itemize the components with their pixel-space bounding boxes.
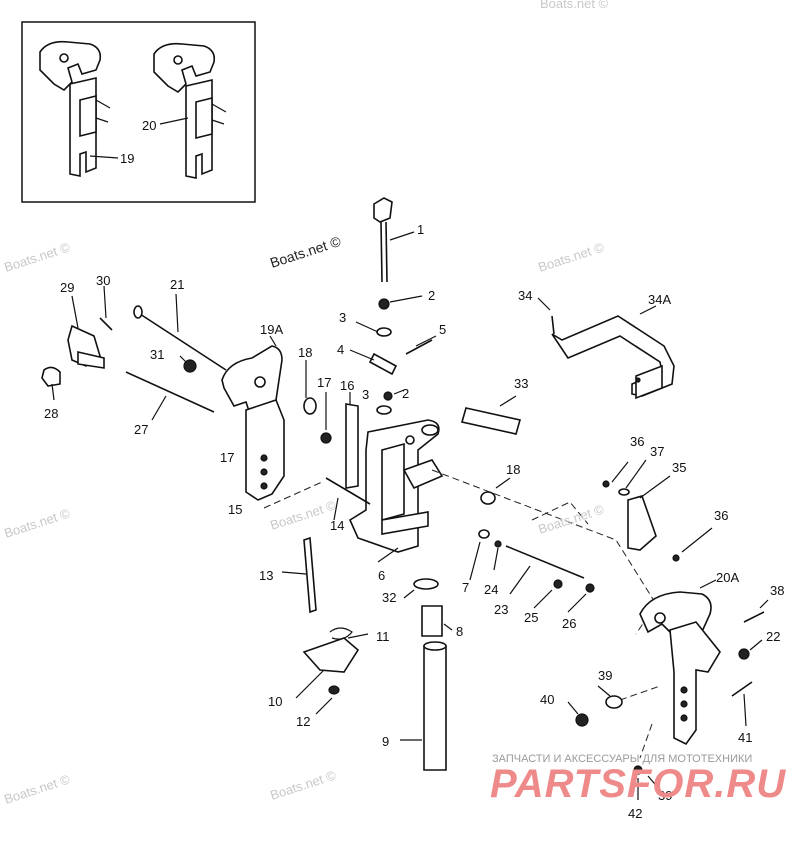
- part-label-31: 31: [150, 347, 164, 362]
- part-6-swivel-bracket: [348, 419, 444, 553]
- inset-frame: [21, 21, 256, 203]
- watermark-boats-1: Boats.net ©: [540, 0, 609, 11]
- part-label-28: 28: [44, 406, 58, 421]
- part-27-rod: [125, 371, 215, 413]
- watermark-boats-center: Boats.net ©: [268, 233, 343, 271]
- part-label-13: 13: [259, 568, 273, 583]
- part-label-26: 26: [562, 616, 576, 631]
- part-label-16: 16: [340, 378, 354, 393]
- part-12-washer: [328, 685, 340, 695]
- watermark-boats-7: Boats.net ©: [2, 771, 72, 806]
- part-10-clip: [302, 637, 360, 673]
- inset-bracket-19: [39, 40, 111, 177]
- part-9-tube: [423, 645, 447, 771]
- part-label-17: 17: [317, 375, 331, 390]
- part-label-2: 2: [402, 386, 409, 401]
- part-label-2: 2: [428, 288, 435, 303]
- part-8-bushing: [421, 605, 443, 637]
- part-32-washer: [413, 578, 439, 590]
- part-label-14: 14: [330, 518, 344, 533]
- part-20A-clamp-bracket: [639, 591, 721, 746]
- part-label-22: 22: [766, 629, 780, 644]
- part-label-38: 38: [770, 583, 784, 598]
- inset-label-19: 19: [120, 151, 134, 166]
- part-label-4: 4: [337, 342, 344, 357]
- part-label-21: 21: [170, 277, 184, 292]
- watermark-boats-6: Boats.net ©: [536, 501, 606, 536]
- part-label-12: 12: [296, 714, 310, 729]
- part-label-34: 34: [518, 288, 532, 303]
- part-label-27: 27: [134, 422, 148, 437]
- part-28-cap: [41, 366, 61, 387]
- part-label-41: 41: [738, 730, 752, 745]
- part-label-34a: 34A: [648, 292, 671, 307]
- watermark-boats-8: Boats.net ©: [268, 767, 338, 802]
- part-label-15: 15: [228, 502, 242, 517]
- part-14-rod: [325, 477, 371, 505]
- part-label-18: 18: [506, 462, 520, 477]
- part-label-6: 6: [378, 568, 385, 583]
- part-11-spring: [329, 627, 353, 640]
- part-label-18: 18: [298, 345, 312, 360]
- watermark-boats-3: Boats.net ©: [536, 239, 606, 274]
- part-label-35: 35: [672, 460, 686, 475]
- part-31-nut: [183, 359, 197, 373]
- part-29-latch: [67, 324, 105, 369]
- watermark-boats-4: Boats.net ©: [2, 505, 72, 540]
- part-1-lever: [373, 197, 393, 283]
- part-13-pin: [303, 536, 317, 614]
- inset-bracket-20: [153, 42, 227, 179]
- part-label-7: 7: [462, 580, 469, 595]
- part-label-3: 3: [339, 310, 346, 325]
- inset-label-20: 20: [142, 118, 156, 133]
- part-23-tube: [505, 545, 585, 579]
- part-label-11: 11: [376, 629, 390, 644]
- part-label-1: 1: [417, 222, 424, 237]
- part-label-3: 3: [362, 387, 369, 402]
- part-label-23: 23: [494, 602, 508, 617]
- watermark-parts-brand: PARTSFOR.RU: [490, 762, 786, 806]
- part-label-40: 40: [540, 692, 554, 707]
- part-34A-handle: [551, 315, 675, 400]
- part-label-10: 10: [268, 694, 282, 709]
- part-21-bolt: [139, 313, 227, 371]
- part-label-19a: 19A: [260, 322, 283, 337]
- watermark-boats-5: Boats.net ©: [268, 497, 338, 532]
- part-label-29: 29: [60, 280, 74, 295]
- part-label-20a: 20A: [716, 570, 739, 585]
- part-label-39: 39: [658, 788, 672, 803]
- part-33-decal: [460, 407, 522, 435]
- part-label-36: 36: [630, 434, 644, 449]
- watermark-parts-tagline: ЗАПЧАСТИ И АКСЕССУАРЫ ДЛЯ МОТОТЕХНИКИ: [492, 753, 752, 765]
- part-label-9: 9: [382, 734, 389, 749]
- part-label-5: 5: [439, 322, 446, 337]
- part-label-42: 42: [628, 806, 642, 821]
- part-label-24: 24: [484, 582, 498, 597]
- lever-hardware: [368, 298, 433, 415]
- part-label-33: 33: [514, 376, 528, 391]
- part-label-17: 17: [220, 450, 234, 465]
- part-label-25: 25: [524, 610, 538, 625]
- part-16-link: [345, 403, 359, 489]
- part-label-37: 37: [650, 444, 664, 459]
- part-label-30: 30: [96, 273, 110, 288]
- part-35-plate: [627, 495, 657, 551]
- part-label-8: 8: [456, 624, 463, 639]
- part-label-32: 32: [382, 590, 396, 605]
- part-19A-clamp-bracket: [221, 345, 285, 501]
- part-label-36: 36: [714, 508, 728, 523]
- watermark-boats-2: Boats.net ©: [2, 239, 72, 274]
- part-label-39: 39: [598, 668, 612, 683]
